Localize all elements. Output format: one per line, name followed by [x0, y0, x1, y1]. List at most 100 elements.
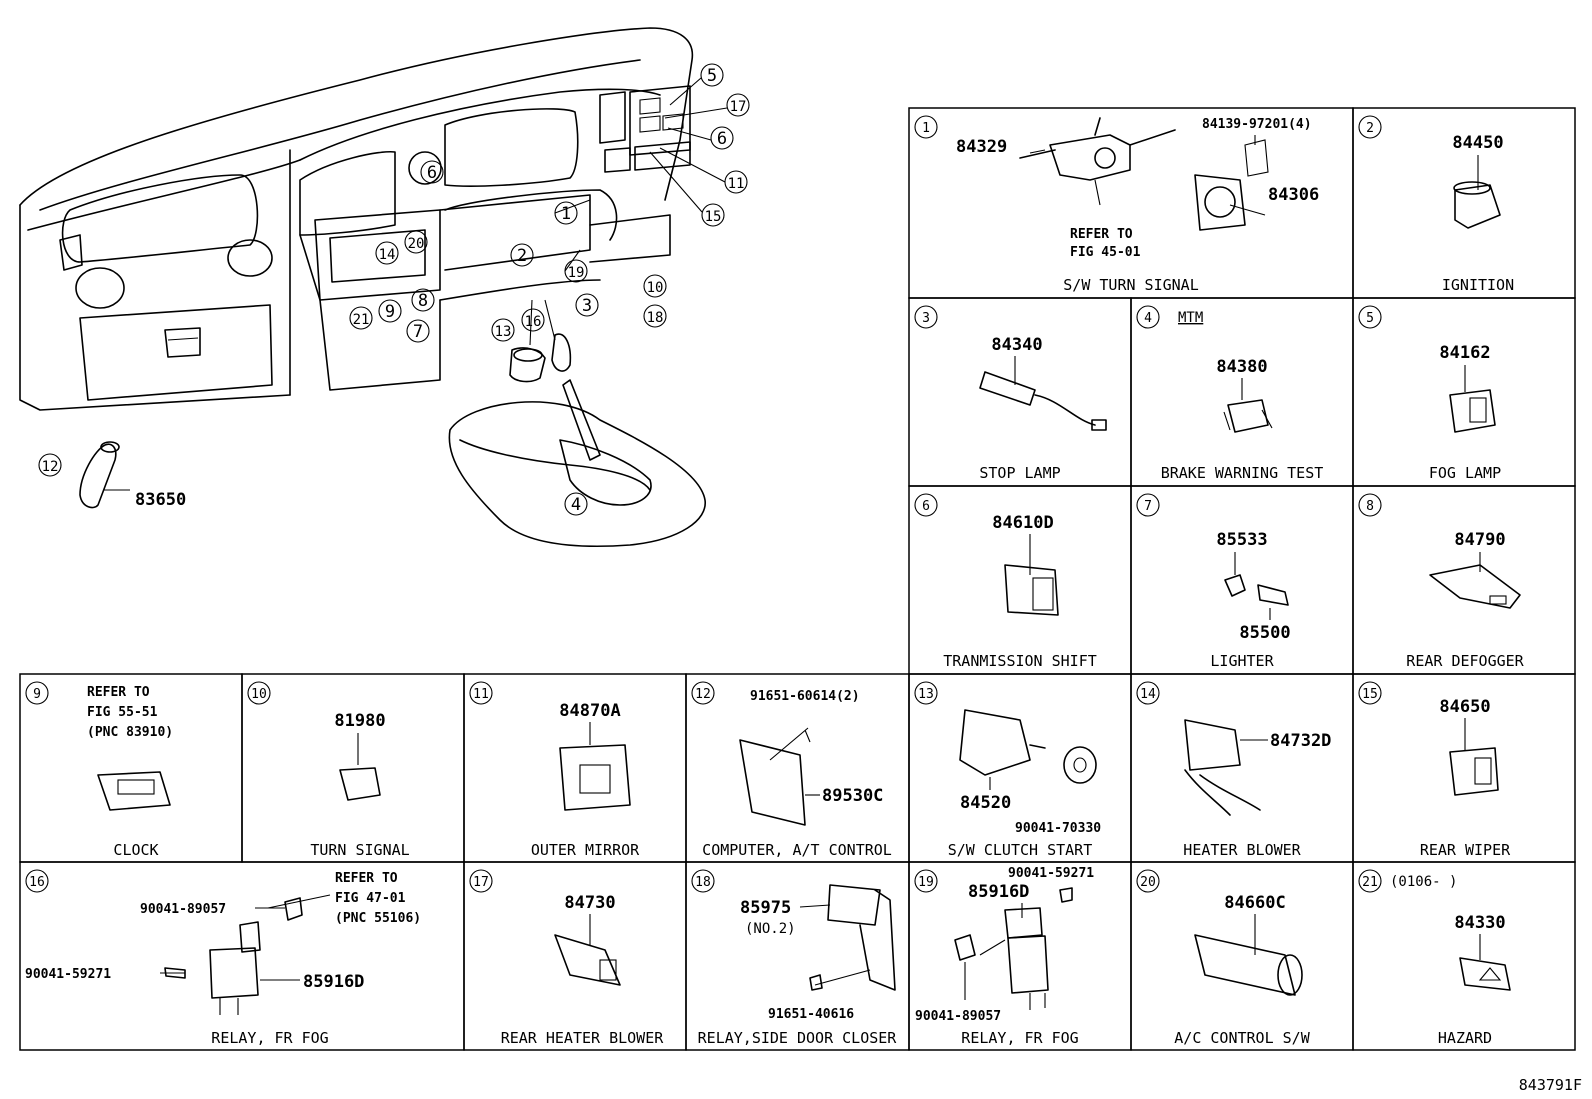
part-number-83650: 83650: [135, 490, 186, 510]
svg-text:85533: 85533: [1216, 530, 1267, 550]
cell-15: 15 84650 REAR WIPER: [1358, 681, 1511, 859]
callout-9: 9: [378, 299, 402, 323]
callout-4: 4: [564, 492, 588, 516]
callout-7: 7: [406, 319, 430, 343]
svg-text:IGNITION: IGNITION: [1442, 276, 1514, 294]
svg-text:6: 6: [427, 163, 437, 183]
svg-text:REFER TO: REFER TO: [1070, 227, 1133, 242]
svg-text:FIG 47-01: FIG 47-01: [335, 891, 406, 906]
callout-21: 21: [349, 306, 373, 330]
svg-text:12: 12: [42, 459, 59, 475]
svg-text:COMPUTER, A/T CONTROL: COMPUTER, A/T CONTROL: [702, 841, 892, 859]
cell-14-frame: [1130, 673, 1354, 863]
svg-text:84139-97201(4): 84139-97201(4): [1202, 117, 1312, 132]
svg-text:84610D: 84610D: [992, 513, 1053, 533]
svg-text:84450: 84450: [1452, 133, 1503, 153]
svg-text:RELAY,SIDE DOOR CLOSER: RELAY,SIDE DOOR CLOSER: [698, 1029, 898, 1047]
cell-21: 21 (0106- ) 84330 HAZARD: [1358, 869, 1511, 1047]
cell-6: 6 84610D TRANMISSION SHIFT: [914, 493, 1097, 670]
svg-text:TURN SIGNAL: TURN SIGNAL: [310, 841, 409, 859]
cell-16: 16 90041-89057 90041-59271 85916D REFER …: [25, 869, 421, 1047]
cell-20: 20 84660C A/C CONTROL S/W: [1136, 869, 1311, 1047]
cell-10: 10 81980 TURN SIGNAL: [247, 681, 410, 859]
svg-text:16: 16: [525, 314, 542, 330]
cell-13: 13 84520 90041-70330 S/W CLUTCH START: [914, 681, 1101, 859]
svg-text:84162: 84162: [1439, 343, 1490, 363]
svg-text:A/C CONTROL S/W: A/C CONTROL S/W: [1174, 1029, 1310, 1047]
svg-text:3: 3: [582, 296, 592, 316]
callout-12: 12: [38, 453, 62, 477]
svg-text:5: 5: [707, 66, 717, 86]
svg-text:FIG 55-51: FIG 55-51: [87, 705, 158, 720]
svg-text:4: 4: [571, 495, 581, 515]
svg-text:84380: 84380: [1216, 357, 1267, 377]
svg-text:84790: 84790: [1454, 530, 1505, 550]
svg-text:RELAY, FR FOG: RELAY, FR FOG: [211, 1029, 328, 1047]
callout-5: 5: [700, 63, 724, 87]
callout-11: 11: [724, 170, 748, 194]
svg-text:11: 11: [728, 176, 745, 192]
svg-text:13: 13: [495, 324, 512, 340]
cell-4: 4 MTM 84380 BRAKE WARNING TEST: [1136, 305, 1323, 482]
svg-text:85916D: 85916D: [968, 882, 1029, 902]
callout-6a: 6: [710, 126, 734, 150]
svg-text:90041-70330: 90041-70330: [1015, 821, 1101, 836]
svg-text:TRANMISSION SHIFT: TRANMISSION SHIFT: [943, 652, 1097, 670]
svg-text:7: 7: [1144, 499, 1152, 514]
svg-text:MTM: MTM: [1178, 310, 1203, 326]
svg-text:84660C: 84660C: [1224, 893, 1285, 913]
svg-text:STOP LAMP: STOP LAMP: [979, 464, 1060, 482]
svg-text:7: 7: [413, 322, 423, 342]
cell-3: 3 84340 STOP LAMP: [914, 305, 1107, 482]
svg-text:13: 13: [918, 687, 934, 702]
callout-10: 10: [643, 274, 667, 298]
callout-18: 18: [643, 304, 667, 328]
cell-18: 18 85975 (NO.2) 91651-40616 RELAY,SIDE D…: [691, 869, 898, 1047]
callout-8: 8: [411, 288, 435, 312]
svg-text:S/W TURN SIGNAL: S/W TURN SIGNAL: [1063, 276, 1198, 294]
svg-text:FIG 45-01: FIG 45-01: [1070, 245, 1141, 260]
svg-text:91651-60614(2): 91651-60614(2): [750, 689, 860, 704]
svg-text:90041-89057: 90041-89057: [140, 902, 226, 917]
svg-text:84730: 84730: [564, 893, 615, 913]
callout-16: 16: [521, 308, 545, 332]
svg-text:15: 15: [705, 209, 722, 225]
svg-text:17: 17: [730, 99, 747, 115]
callout-3: 3: [575, 293, 599, 317]
svg-text:21: 21: [1362, 875, 1378, 890]
svg-text:10: 10: [251, 687, 267, 702]
svg-text:HAZARD: HAZARD: [1438, 1029, 1492, 1047]
svg-text:10: 10: [647, 280, 664, 296]
svg-text:1: 1: [561, 204, 571, 224]
svg-text:20: 20: [1140, 875, 1156, 890]
svg-text:84520: 84520: [960, 793, 1011, 813]
svg-text:84330: 84330: [1454, 913, 1505, 933]
svg-text:RELAY, FR FOG: RELAY, FR FOG: [961, 1029, 1078, 1047]
svg-text:89530C: 89530C: [822, 786, 883, 806]
svg-text:84306: 84306: [1268, 185, 1319, 205]
svg-text:85500: 85500: [1239, 623, 1290, 643]
svg-text:1: 1: [922, 121, 930, 136]
cell-20-frame: [1130, 861, 1354, 1051]
callout-14: 14: [375, 241, 399, 265]
svg-text:6: 6: [922, 499, 930, 514]
figure-id: 843791F: [1519, 1076, 1582, 1094]
svg-text:4: 4: [1144, 311, 1152, 326]
svg-text:20: 20: [408, 236, 425, 252]
svg-text:REFER TO: REFER TO: [335, 871, 398, 886]
cell-17-frame: [463, 861, 687, 1051]
cell-3-frame: [908, 297, 1132, 487]
svg-text:(PNC 55106): (PNC 55106): [335, 911, 421, 926]
svg-text:8: 8: [418, 291, 428, 311]
cell-17: 17 84730 REAR HEATER BLOWER: [469, 869, 664, 1047]
callout-19: 19: [564, 259, 588, 283]
cell-8: 8 84790 REAR DEFOGGER: [1358, 493, 1525, 670]
cell-5-frame: [1352, 297, 1576, 487]
svg-text:8: 8: [1366, 499, 1374, 514]
svg-text:5: 5: [1366, 311, 1374, 326]
dashboard-overview-drawing: [19, 27, 706, 548]
svg-text:81980: 81980: [334, 711, 385, 731]
callout-20: 20: [404, 230, 428, 254]
cell-9-frame: [19, 673, 243, 863]
